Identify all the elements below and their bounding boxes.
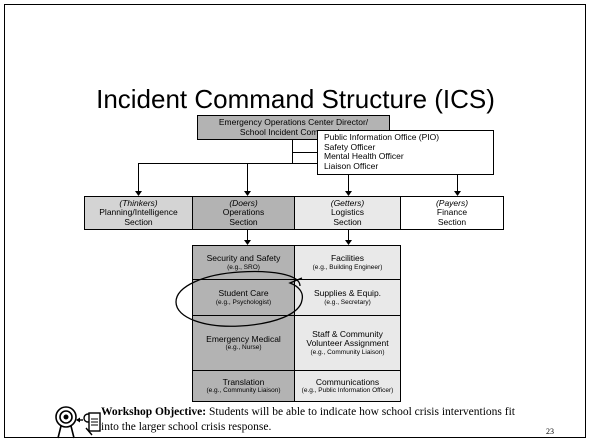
connector-section-bar [138, 163, 458, 164]
unit-security-safety-name: Security and Safety [206, 253, 281, 264]
unit-emergency-medical-example: (e.g., Nurse) [225, 344, 262, 352]
staff-liaison-officer: Liaison Officer [324, 160, 379, 171]
section-logistics: (Getters) Logistics Section [294, 196, 401, 230]
director-line2: School Incident Commander [239, 126, 348, 137]
unit-translation-example: (e.g., Community Liaison) [206, 387, 281, 395]
section-finance-sub: Section [437, 216, 467, 227]
section-planning: (Thinkers) Planning/Intelligence Section [84, 196, 193, 230]
unit-emergency-medical-name: Emergency Medical [206, 333, 281, 344]
connector-log-down [348, 229, 349, 242]
connector-drop-2 [247, 163, 248, 193]
command-staff-box: Public Information Office (PIO) Safety O… [317, 130, 494, 175]
unit-translation-name: Translation [222, 376, 265, 387]
section-operations-name: Operations [222, 207, 265, 218]
unit-student-care: Student Care (e.g., Psychologist) [192, 279, 295, 316]
connector-drop-3 [348, 163, 349, 193]
director-line1: Emergency Operations Center Director/ [218, 117, 369, 127]
director-box: Emergency Operations Center Director/ Sc… [197, 115, 390, 140]
worksheet-icon [76, 412, 101, 436]
staff-mental-health-officer: Mental Health Officer [324, 151, 404, 161]
section-finance-name: Finance [436, 207, 468, 218]
unit-communications: Communications (e.g., Public Information… [294, 370, 401, 402]
unit-communications-example: (e.g., Public Information Officer) [301, 387, 394, 395]
connector-director-down [292, 140, 293, 163]
section-operations: (Doers) Operations Section [192, 196, 295, 230]
unit-facilities-example: (e.g., Building Engineer) [312, 263, 383, 271]
unit-security-safety-example: (e.g., SRO) [227, 263, 260, 271]
connector-ops-down [247, 229, 248, 242]
unit-facilities-name: Facilities [330, 253, 365, 264]
connector-drop-4 [457, 163, 458, 193]
connector-staff [292, 152, 317, 153]
unit-staff-volunteer: Staff & Community Volunteer Assignment (… [294, 315, 401, 371]
section-logistics-name: Logistics [330, 207, 365, 218]
section-logistics-role: (Getters) [330, 197, 365, 208]
section-operations-sub: Section [229, 216, 258, 227]
unit-communications-name: Communications [315, 376, 380, 387]
page-title: Incident Command Structure (ICS) [96, 84, 495, 114]
section-planning-sub: Section [124, 216, 153, 227]
section-operations-role: (Doers) [229, 197, 258, 208]
staff-pio: Public Information Office (PIO) [324, 132, 440, 142]
unit-staff-volunteer-name: Staff & Community Volunteer Assignment [306, 328, 389, 349]
unit-facilities: Facilities (e.g., Building Engineer) [294, 245, 401, 280]
workshop-objective: Workshop Objective: Students will be abl… [101, 405, 521, 435]
unit-student-care-example: (e.g., Psychologist) [215, 298, 272, 306]
unit-supplies-equip-example: (e.g., Secretary) [324, 298, 371, 306]
staff-safety-officer: Safety Officer [324, 141, 376, 152]
section-planning-name: Planning/Intelligence [99, 207, 178, 218]
section-finance: (Payers) Finance Section [400, 196, 504, 230]
unit-staff-volunteer-example: (e.g., Community Liaison) [310, 348, 385, 356]
unit-emergency-medical: Emergency Medical (e.g., Nurse) [192, 315, 295, 371]
workshop-objective-text: Students will be able to indicate how sc… [101, 406, 515, 433]
section-logistics-sub: Section [333, 216, 362, 227]
unit-security-safety: Security and Safety (e.g., SRO) [192, 245, 295, 280]
section-finance-role: (Payers) [435, 197, 469, 208]
unit-student-care-name: Student Care [218, 288, 269, 299]
unit-translation: Translation (e.g., Community Liaison) [192, 370, 295, 402]
unit-supplies-equip: Supplies & Equip. (e.g., Secretary) [294, 279, 401, 316]
target-icon [55, 406, 77, 439]
workshop-objective-label: Workshop Objective: [101, 406, 207, 418]
connector-drop-1 [138, 163, 139, 193]
page-number: 23 [546, 427, 554, 436]
section-planning-role: (Thinkers) [119, 197, 158, 208]
unit-supplies-equip-name: Supplies & Equip. [313, 288, 382, 299]
